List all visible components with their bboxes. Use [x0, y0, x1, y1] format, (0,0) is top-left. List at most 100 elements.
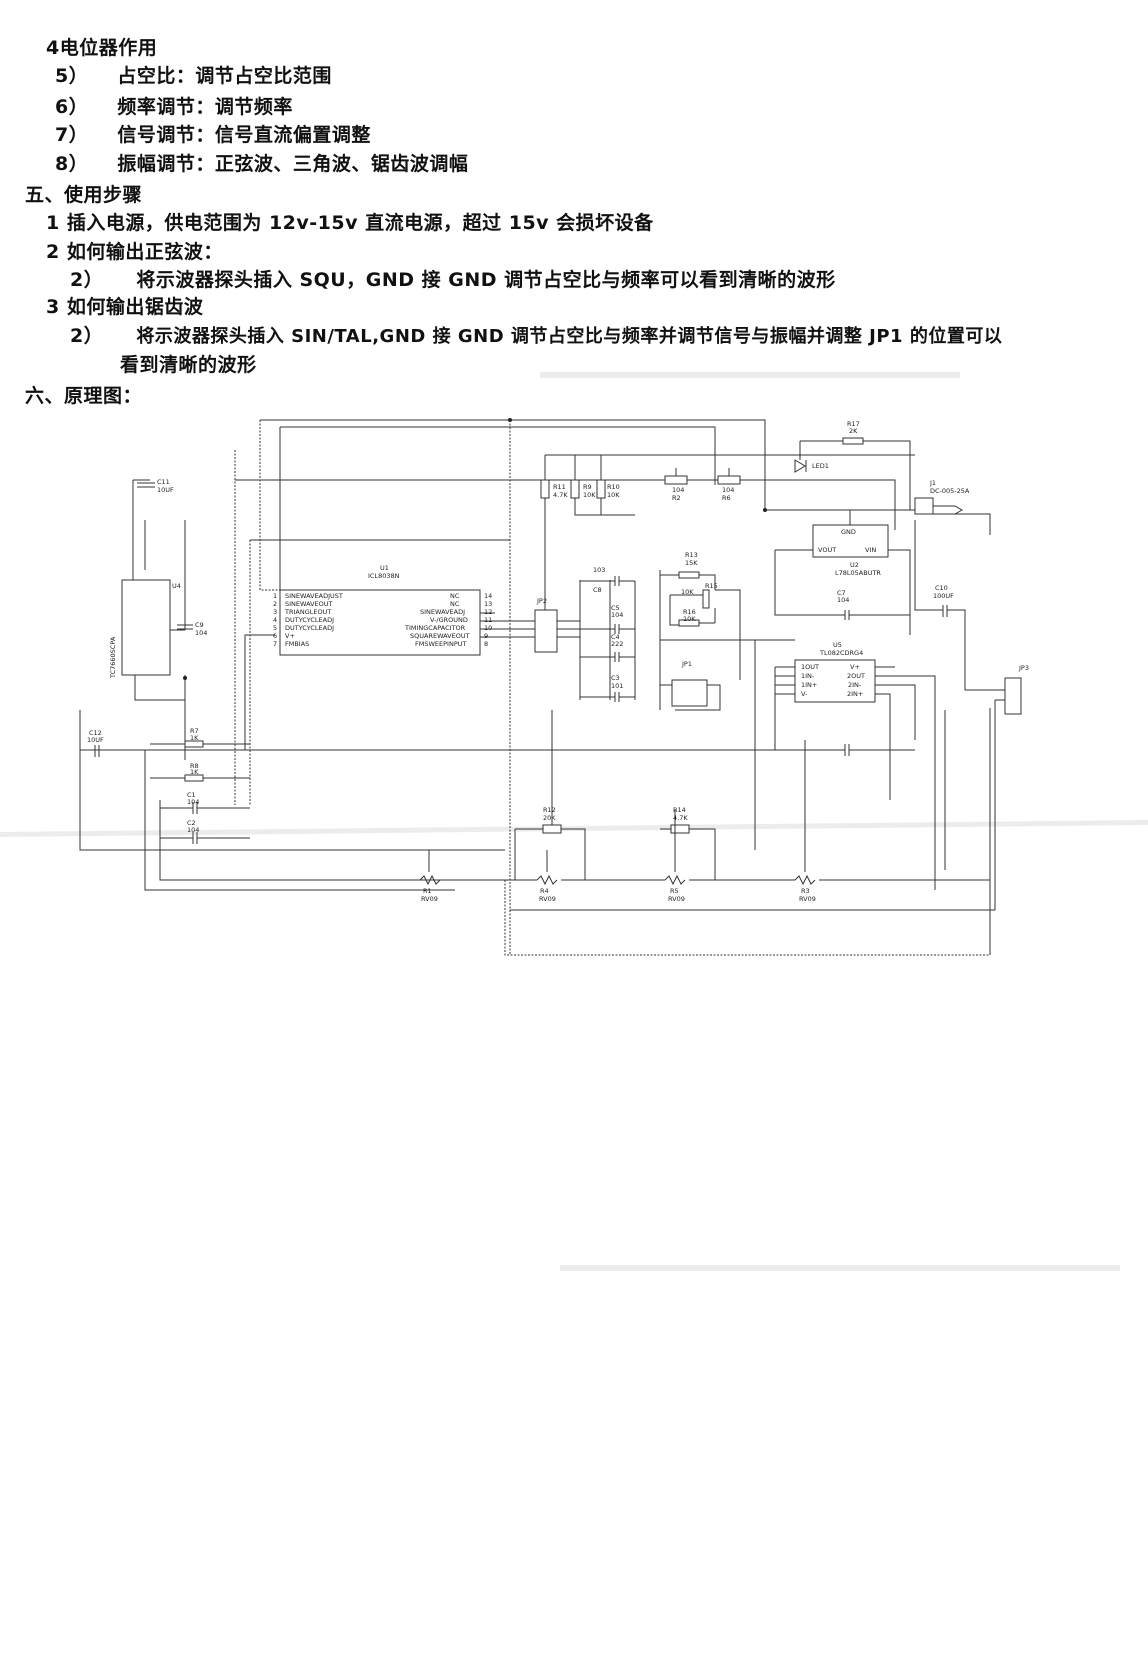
u5-pin-label: 1OUT — [801, 663, 819, 671]
capacitor-c3-value: 101 — [611, 682, 623, 690]
resistor-r17-ref: R17 — [847, 420, 860, 428]
resistor-r16-ref: R16 — [683, 608, 696, 616]
resistor-r15-ref: R15 — [705, 582, 718, 590]
potentiometer-rv5-value: RV09 — [668, 895, 685, 903]
resistor-r14-value: 4.7K — [673, 814, 688, 822]
u5-pin-label: 2IN+ — [847, 690, 863, 698]
potentiometer-rv1-value: RV09 — [421, 895, 438, 903]
resistor-r9: R9 10K — [570, 479, 596, 499]
jumper-jp2: JP2 — [534, 597, 558, 653]
doc-line-step-3-detail: 2） 将示波器探头插入 SIN/TAL,GND 接 GND 调节占空比与频率并调… — [70, 321, 1002, 348]
capacitor-feedback — [844, 744, 850, 756]
u1-pin-label: NC — [450, 592, 460, 600]
doc-section-schematic: 六、原理图： — [25, 385, 143, 407]
u5-pin-label: 2IN- — [848, 681, 862, 689]
resistor-r10-ref: R10 — [607, 483, 620, 491]
u5-pin-label: 1IN+ — [801, 681, 817, 689]
capacitor-c12: C12 10UF — [87, 729, 104, 757]
jumper-jp2-label: JP2 — [536, 597, 547, 605]
item-text: 占空比：调节占空比范围 — [117, 65, 332, 87]
jumper-jp1-label: JP1 — [681, 660, 692, 668]
circuit-schematic: C11 10UF U4 TC7660SCPA C9 104 C12 10UF R… — [79, 418, 1029, 956]
u1-pin-number: 8 — [484, 640, 488, 648]
resistor-r15: R15 10K — [681, 582, 718, 609]
potentiometer-rv3: R3 RV09 — [794, 874, 816, 903]
power-jack-j1-part: DC-005-25A — [930, 487, 970, 495]
potentiometer-r6-ref: R6 — [722, 494, 731, 502]
u1-pin-number: 9 — [484, 632, 488, 640]
capacitor-c2-value: 104 — [187, 826, 199, 834]
capacitor-c11-value: 10UF — [157, 486, 174, 494]
resistor-r14-ref: R14 — [673, 806, 686, 814]
u1-pin-number: 14 — [484, 592, 492, 600]
doc-line-step-3: 3 如何输出锯齿波 — [46, 296, 204, 318]
chip-u1-ref: U1 — [380, 564, 389, 572]
chip-u1-part: ICL8038N — [368, 572, 400, 580]
item-text: 信号调节：信号直流偏置调整 — [117, 124, 371, 146]
u1-pin-number: 12 — [484, 608, 492, 616]
u1-pin-label: TRIANGLEOUT — [284, 608, 331, 616]
capacitor-c9-ref: C9 — [195, 621, 204, 629]
chip-u4-part: TC7660SCPA — [109, 636, 117, 679]
u1-pin-number: 5 — [273, 624, 277, 632]
capacitor-c4-value: 222 — [611, 640, 623, 648]
u5-pin-label: V- — [801, 690, 808, 698]
capacitor-c8: C8 — [593, 586, 602, 594]
capacitor-c11: C11 10UF — [137, 478, 174, 494]
u1-pin-label: TIMINGCAPACITOR — [404, 624, 466, 632]
led-1: LED1 — [794, 459, 829, 473]
potentiometer-rv3-value: RV09 — [799, 895, 816, 903]
doc-line-item-8: 8） 振幅调节：正弦波、三角波、锯齿波调幅 — [55, 149, 468, 176]
jumper-jp1: JP1 — [671, 660, 708, 707]
regulator-u2: GND VOUT VIN U2 L78L05ABUTR — [812, 524, 889, 577]
potentiometer-rv1-ref: R1 — [423, 887, 432, 895]
doc-line-item-7: 7） 信号调节：信号直流偏置调整 — [55, 120, 371, 147]
resistor-r10-value: 10K — [607, 491, 620, 499]
regulator-u2-ref: U2 — [850, 561, 859, 569]
potentiometer-rv3-ref: R3 — [801, 887, 810, 895]
u1-pin-number: 7 — [273, 640, 277, 648]
capacitor-c12-value: 10UF — [87, 736, 104, 744]
capacitor-c8-ref: C8 — [593, 586, 602, 594]
jumper-jp3: JP3 — [1004, 664, 1029, 715]
resistor-r10: R10 10K — [596, 479, 620, 499]
resistor-r16: R16 10K — [678, 608, 700, 627]
doc-line-item-5: 5） 占空比：调节占空比范围 — [55, 61, 332, 88]
resistor-r13-value: 15K — [685, 559, 698, 567]
u1-pin-number: 4 — [273, 616, 277, 624]
resistor-r16-value: 10K — [683, 615, 696, 623]
doc-line-step-1: 1 插入电源，供电范围为 12v-15v 直流电源，超过 15v 会损坏设备 — [46, 212, 654, 234]
regulator-u2-gnd: GND — [841, 528, 856, 536]
capacitor-c2: C2 104 — [187, 819, 199, 844]
doc-line-step-2: 2 如何输出正弦波： — [46, 241, 223, 263]
u1-pin-label: DUTYCYCLEADJ — [285, 624, 334, 632]
chip-u4 — [121, 579, 171, 676]
capacitor-c10: C10 100UF — [933, 584, 954, 617]
resistor-r13-ref: R13 — [685, 551, 698, 559]
power-jack-j1: J1 DC-005-25A — [914, 479, 970, 515]
power-jack-j1-ref: J1 — [929, 479, 936, 487]
u5-pin-label: 1IN- — [801, 672, 815, 680]
capacitor-c10-value: 100UF — [933, 592, 954, 600]
capacitor-c10-ref: C10 — [935, 584, 948, 592]
resistor-r17: R17 2K — [842, 420, 864, 445]
u1-pin-label: FMSWEEPINPUT — [415, 640, 466, 648]
resistor-r7: R7 1K — [184, 727, 204, 748]
potentiometer-r2-value: 104 — [672, 486, 684, 494]
potentiometer-rv4-ref: R4 — [540, 887, 549, 895]
chip-u4-ref: U4 — [172, 582, 181, 590]
resistor-r9-value: 10K — [583, 491, 596, 499]
item-text: 将示波器探头插入 SQU，GND 接 GND 调节占空比与频率可以看到清晰的波形 — [136, 269, 836, 291]
capacitor-c7-ref: C7 — [837, 589, 846, 597]
u1-pin-number: 6 — [273, 632, 277, 640]
u1-pin-label: SQUAREWAVEOUT — [410, 632, 470, 640]
chip-u1: U1 ICL8038N SINEWAVEADJUST SINEWAVEOUT T… — [273, 564, 492, 656]
resistor-r8-value: 1K — [190, 768, 199, 776]
capacitor-c1: C1 104 — [187, 791, 199, 814]
u1-pin-number: 13 — [484, 600, 492, 608]
resistor-r8: R8 1K — [184, 762, 204, 782]
resistor-r14: R14 4.7K — [670, 806, 690, 834]
doc-section-usage-steps: 五、使用步骤 — [25, 184, 143, 206]
potentiometer-r2: 104 R2 — [664, 475, 688, 502]
potentiometer-r6-value: 104 — [722, 486, 734, 494]
